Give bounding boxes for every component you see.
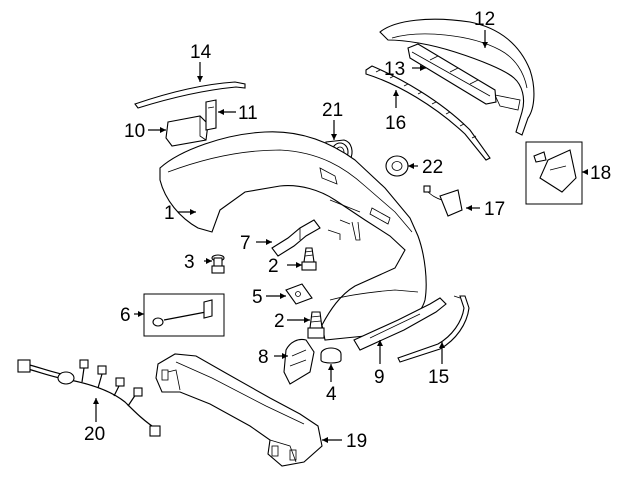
part-22-grommet xyxy=(385,155,409,177)
callout-20: 20 xyxy=(84,424,105,445)
part-7-bracket xyxy=(271,219,321,257)
part-2-screw-upper xyxy=(301,247,317,271)
callout-18: 18 xyxy=(590,163,611,184)
callout-labels: 1 2 2 3 4 5 6 7 8 9 10 11 12 13 14 15 16… xyxy=(84,9,611,452)
part-15-strip xyxy=(397,295,470,363)
callout-1: 1 xyxy=(164,203,175,224)
callout-2-lower: 2 xyxy=(274,311,285,332)
callout-16: 16 xyxy=(385,113,406,134)
part-17-sensor xyxy=(423,185,463,217)
part-16-trim-strip xyxy=(365,65,491,161)
part-8-deflector xyxy=(283,338,315,385)
callout-21: 21 xyxy=(322,100,343,121)
callout-5: 5 xyxy=(252,287,263,308)
callout-6: 6 xyxy=(120,305,131,326)
callout-11: 11 xyxy=(238,103,258,124)
callout-7: 7 xyxy=(240,233,251,254)
part-5-clip xyxy=(285,283,313,305)
part-6-box xyxy=(143,293,225,337)
callout-19: 19 xyxy=(346,431,367,452)
callout-15: 15 xyxy=(428,367,449,388)
part-20-harness xyxy=(17,359,161,437)
part-10-bracket xyxy=(165,115,209,147)
part-18-box xyxy=(525,141,583,205)
callout-17: 17 xyxy=(484,199,505,220)
part-14-molding xyxy=(134,81,246,109)
part-2-screw-lower xyxy=(307,311,325,339)
callout-14: 14 xyxy=(190,42,212,63)
callout-8: 8 xyxy=(258,347,269,368)
arrowheads xyxy=(93,42,588,443)
part-12-rear-valance xyxy=(379,18,535,136)
callout-2-upper: 2 xyxy=(268,256,279,277)
part-3-bolt xyxy=(211,254,225,274)
part-13-reflector xyxy=(407,43,497,105)
part-9-bracket xyxy=(353,297,447,351)
callout-10: 10 xyxy=(124,121,145,142)
part-4-plug xyxy=(320,347,342,364)
callout-22: 22 xyxy=(422,157,443,178)
part-11-bracket xyxy=(205,99,217,131)
callout-12: 12 xyxy=(474,9,495,30)
callout-13: 13 xyxy=(384,59,405,80)
part-19-reinforcement xyxy=(155,353,323,467)
callout-3: 3 xyxy=(184,252,195,273)
callout-9: 9 xyxy=(374,367,385,388)
callout-4: 4 xyxy=(326,384,337,405)
